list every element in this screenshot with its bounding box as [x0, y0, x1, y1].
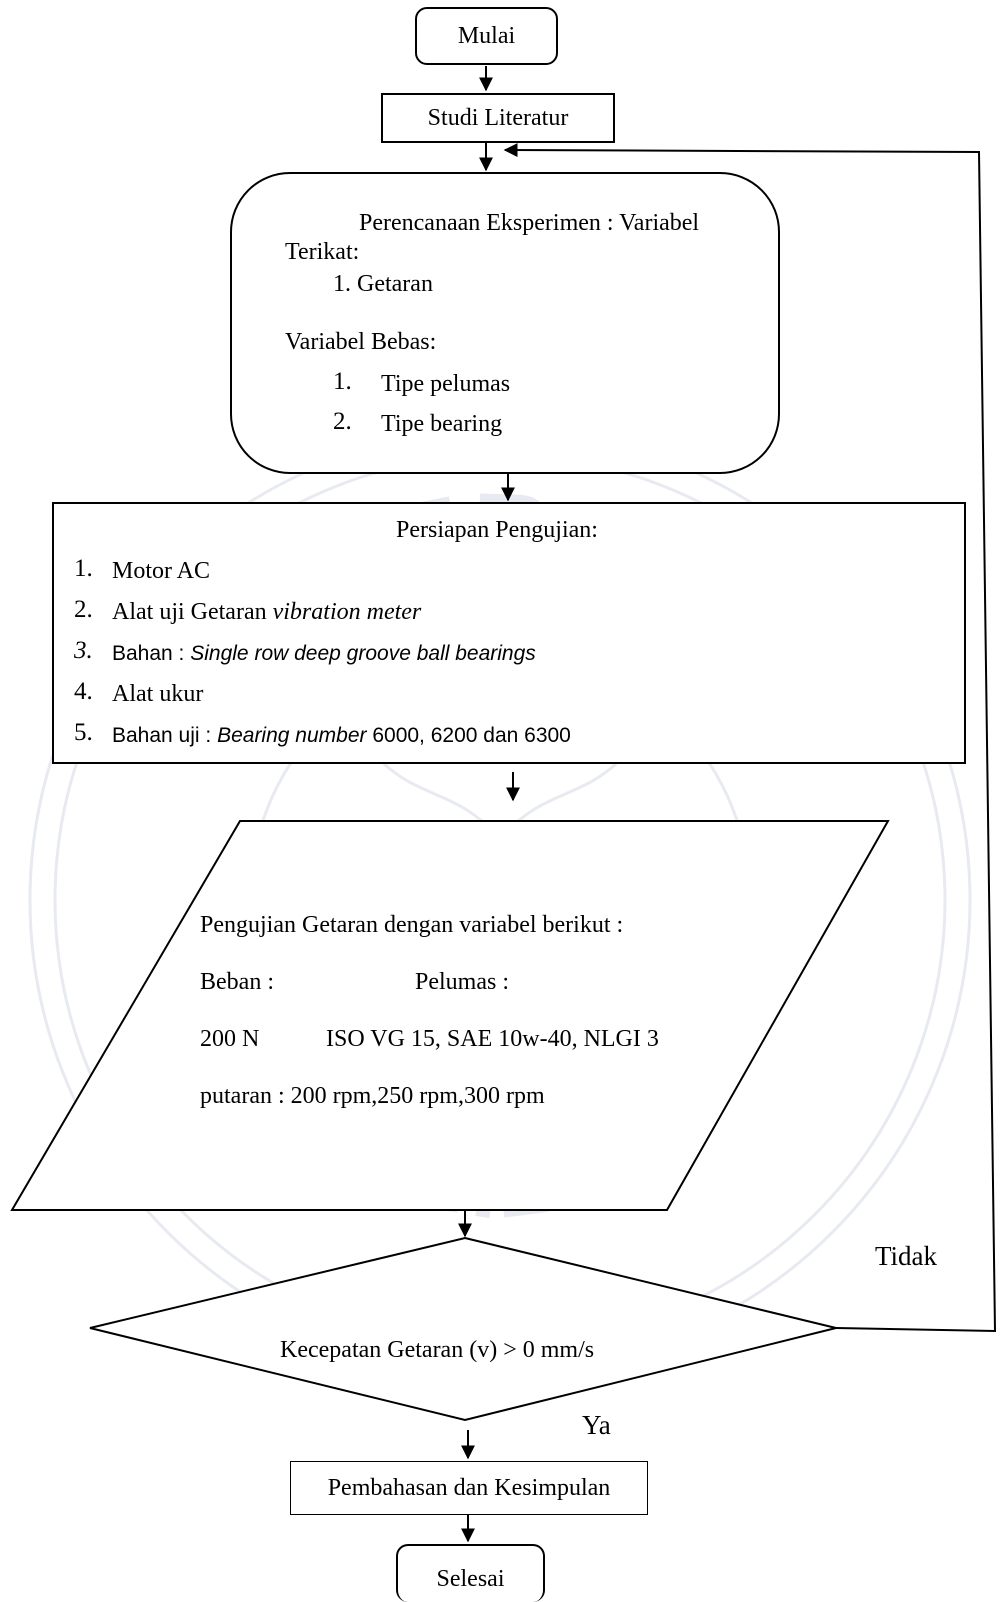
testing-rotation: putaran : 200 rpm,250 rpm,300 rpm: [200, 1083, 545, 1109]
planning-independent-item-2: Tipe bearing: [381, 411, 503, 437]
end-label: Selesai: [436, 1566, 505, 1592]
decision-shape: [89, 1236, 837, 1422]
preparation-item-5-italic: Bearing number: [217, 724, 367, 747]
planning-title-line2: Terikat:: [285, 239, 360, 265]
preparation-num-1: 1.: [74, 555, 93, 582]
preparation-item-2-text: Alat uji Getaran: [112, 599, 273, 625]
testing-line1: Pengujian Getaran dengan variabel beriku…: [200, 912, 624, 938]
literature-box: Studi Literatur: [381, 93, 615, 143]
edge-no-label: Tidak: [875, 1241, 938, 1271]
testing-shape: [10, 820, 890, 1211]
preparation-item-5-text: Bahan uji :: [112, 724, 218, 747]
preparation-num-2: 2.: [74, 596, 93, 623]
planning-title-line1: Perencanaan Eksperimen : Variabel: [359, 210, 700, 236]
preparation-item-4: Alat ukur: [112, 681, 204, 707]
planning-independent-num-1: 1.: [333, 368, 352, 395]
start-terminal: Mulai: [415, 7, 558, 65]
preparation-num-3: 3.: [74, 637, 93, 664]
preparation-num-5: 5.: [74, 719, 93, 746]
testing-load-value: 200 N: [200, 1026, 260, 1052]
planning-independent-num-2: 2.: [333, 408, 352, 435]
discussion-label: Pembahasan dan Kesimpulan: [327, 1475, 611, 1501]
testing-lubricant-label: Pelumas :: [415, 969, 509, 995]
start-label: Mulai: [457, 23, 516, 49]
preparation-item-3-italic: Single row deep groove ball bearings: [190, 642, 536, 665]
edge-yes-label: Ya: [582, 1410, 611, 1440]
preparation-item-1: Motor AC: [112, 558, 211, 584]
preparation-title: Persiapan Pengujian:: [396, 517, 598, 543]
preparation-item-2-italic: vibration meter: [272, 599, 422, 625]
preparation-item-3-text: Bahan :: [112, 642, 191, 665]
preparation-item-5-suffix: 6000, 6200 dan 6300: [366, 724, 571, 747]
planning-independent-item-1: Tipe pelumas: [381, 371, 511, 397]
discussion-box: Pembahasan dan Kesimpulan: [290, 1461, 648, 1515]
decision-label: Kecepatan Getaran (v) > 0 mm/s: [280, 1337, 595, 1363]
testing-load-label: Beban :: [200, 969, 274, 995]
planning-dependent-item: 1. Getaran: [333, 271, 433, 297]
literature-label: Studi Literatur: [427, 105, 569, 131]
preparation-item-3: Bahan : Single row deep groove ball bear…: [112, 642, 536, 666]
end-terminal: Selesai: [396, 1544, 545, 1602]
preparation-item-5: Bahan uji : Bearing number 6000, 6200 da…: [112, 724, 571, 748]
planning-independent-title: Variabel Bebas:: [285, 329, 437, 355]
arrow-loop-no: [503, 143, 997, 1333]
testing-lubricant-values: ISO VG 15, SAE 10w-40, NLGI 3: [326, 1026, 659, 1052]
planning-box: [230, 172, 780, 474]
preparation-box: [52, 502, 966, 764]
preparation-item-2: Alat uji Getaran vibration meter: [112, 600, 421, 624]
preparation-num-4: 4.: [74, 678, 93, 705]
